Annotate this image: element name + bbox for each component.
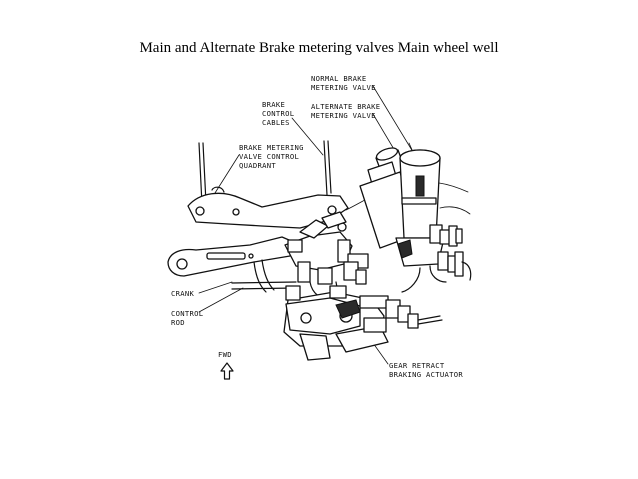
label-control-rod: CONTROL ROD	[171, 309, 203, 327]
label-gear-retract-braking-actuator: GEAR RETRACT BRAKING ACTUATOR	[389, 361, 463, 379]
svg-text:ALTERNATE BRAKE: ALTERNATE BRAKE	[311, 102, 380, 111]
label-normal-brake-metering-valve: NORMAL BRAKE METERING VALVE	[311, 74, 376, 92]
label-fwd: FWD	[218, 350, 232, 359]
svg-text:CABLES: CABLES	[262, 118, 290, 127]
crank	[167, 236, 297, 293]
svg-text:METERING VALVE: METERING VALVE	[311, 111, 376, 120]
gear-retract-braking-actuator	[283, 285, 443, 361]
svg-text:GEAR RETRACT: GEAR RETRACT	[389, 361, 445, 370]
svg-text:BRAKING ACTUATOR: BRAKING ACTUATOR	[389, 370, 463, 379]
svg-text:BRAKE: BRAKE	[262, 100, 285, 109]
svg-text:METERING VALVE: METERING VALVE	[311, 83, 376, 92]
svg-text:QUADRANT: QUADRANT	[239, 161, 276, 170]
svg-text:CONTROL: CONTROL	[171, 309, 203, 318]
label-brake-metering-valve-control-quadrant: BRAKE METERING VALVE CONTROL QUADRANT	[239, 143, 304, 170]
shading-accents	[335, 175, 425, 319]
label-alternate-brake-metering-valve: ALTERNATE BRAKE METERING VALVE	[311, 102, 380, 120]
svg-text:FWD: FWD	[218, 350, 232, 359]
brake-control-cables	[198, 140, 332, 206]
svg-text:NORMAL BRAKE: NORMAL BRAKE	[311, 74, 367, 83]
normal-brake-metering-valve	[395, 149, 445, 267]
label-brake-control-cables: BRAKE CONTROL CABLES	[262, 100, 294, 127]
svg-text:ROD: ROD	[171, 318, 185, 327]
metering-valve-assembly	[284, 211, 369, 283]
hydraulic-fittings	[309, 224, 472, 307]
svg-text:CONTROL: CONTROL	[262, 109, 294, 118]
svg-text:BRAKE METERING: BRAKE METERING	[239, 143, 304, 152]
fwd-arrow-icon	[220, 362, 234, 380]
svg-text:VALVE CONTROL: VALVE CONTROL	[239, 152, 299, 161]
label-crank: CRANK	[171, 289, 195, 298]
slide-title: Main and Alternate Brake metering valves…	[139, 40, 499, 56]
control-rod	[231, 281, 297, 290]
control-quadrant	[187, 181, 471, 232]
svg-text:CRANK: CRANK	[171, 289, 195, 298]
